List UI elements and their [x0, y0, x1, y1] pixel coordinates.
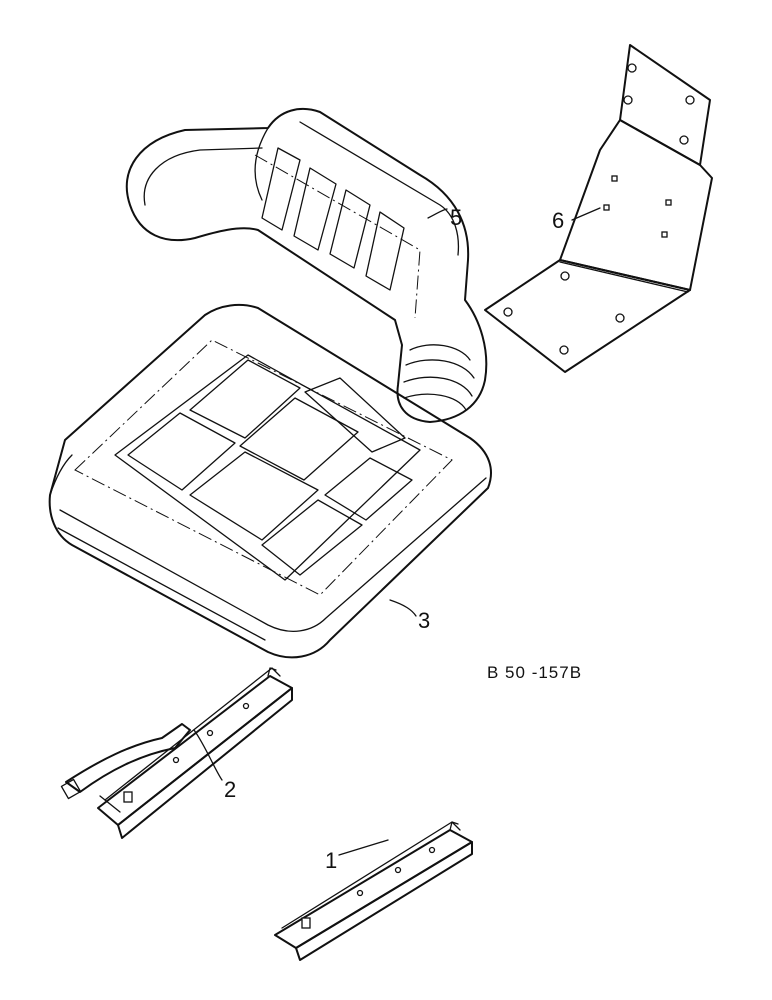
seat-cushion-part	[48, 303, 492, 659]
leader-3	[389, 599, 417, 617]
callout-6: 6	[552, 208, 564, 233]
callout-3: 3	[418, 608, 430, 633]
callout-1: 1	[325, 848, 337, 873]
slide-rail-with-lever-part	[60, 667, 293, 839]
leader-2	[193, 729, 223, 781]
callout-2: 2	[224, 777, 236, 802]
leader-6	[571, 207, 601, 221]
callout-5: 5	[450, 205, 462, 230]
mounting-bracket-part	[484, 44, 713, 373]
leader-5	[427, 208, 448, 219]
drawing-reference-code: B 50 -157B	[487, 663, 582, 682]
leader-1	[338, 839, 389, 856]
slide-rail-plain-part	[274, 821, 473, 961]
backrest-part	[125, 108, 488, 423]
callout-leaders	[193, 207, 601, 856]
